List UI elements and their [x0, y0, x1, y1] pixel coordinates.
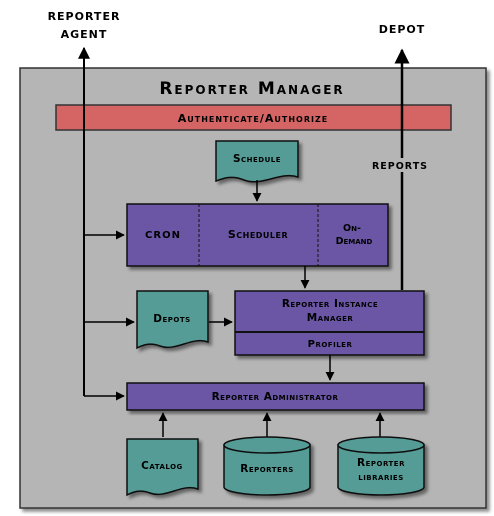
- catalog-label: Catalog: [141, 460, 183, 472]
- depots-label: Depots: [153, 313, 190, 325]
- depots-document: [136, 290, 209, 350]
- diagram-title: Reporter Manager: [159, 79, 344, 99]
- instance-manager-label: Reporter Instance: [282, 298, 378, 310]
- catalog-document: [126, 438, 199, 497]
- instance-manager-box: [234, 290, 425, 356]
- instance-manager-label-line2: Manager: [307, 312, 354, 324]
- reporter-libraries-label-line2: libraries: [358, 471, 404, 483]
- auth-bar-label: Authenticate/Authorize: [178, 112, 329, 125]
- on-demand-label: On-: [343, 223, 361, 234]
- reporter-libraries-cylinder: [337, 436, 425, 496]
- schedule-label: Schedule: [233, 153, 281, 165]
- depot-label: DEPOT: [379, 23, 426, 36]
- cron-label: CRON: [145, 230, 181, 241]
- reports-label-bg: [370, 158, 432, 172]
- reporter-agent-label: REPORTER: [48, 10, 121, 23]
- administrator-label: Reporter Administrator: [212, 391, 339, 403]
- schedule-document: [215, 140, 299, 183]
- scheduler-box: [126, 203, 389, 267]
- administrator-box: [126, 382, 425, 411]
- profiler-label: Profiler: [308, 339, 353, 350]
- reporter-agent-label-line2: AGENT: [61, 28, 108, 41]
- scheduler-label: Scheduler: [228, 228, 288, 241]
- on-demand-label-line2: Demand: [336, 236, 373, 247]
- reports-label: REPORTS: [372, 161, 428, 172]
- auth-bar: [55, 104, 452, 131]
- reporters-label: Reporters: [240, 463, 294, 475]
- reporter-libraries-label: Reporter: [357, 457, 405, 469]
- reporters-cylinder: [223, 436, 311, 496]
